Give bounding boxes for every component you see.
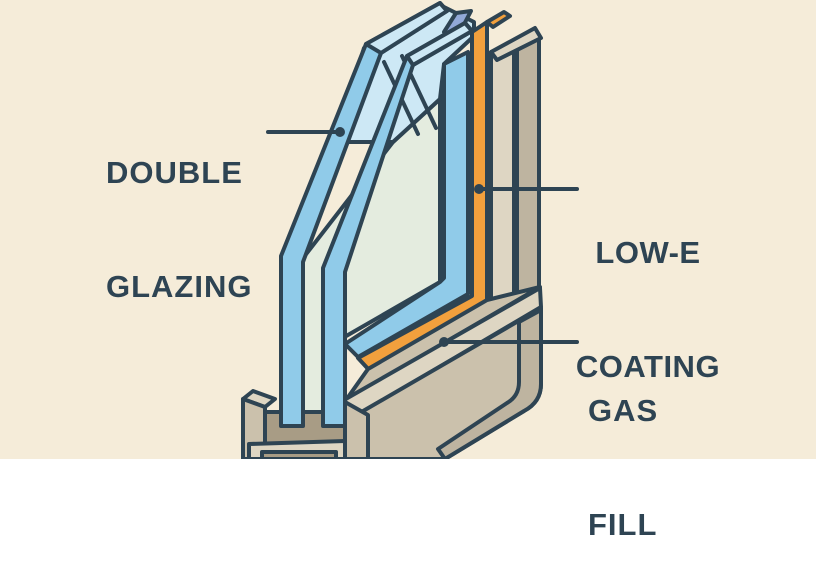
leader-dot (335, 127, 345, 137)
window-cutaway-diagram: DOUBLE GLAZING LOW-E COATING GAS FILL (0, 0, 816, 542)
leader-low-e-coating (474, 184, 579, 194)
glass-pane-2-top-strip (405, 21, 474, 67)
label-double-glazing-line1: DOUBLE (106, 155, 243, 190)
label-double-glazing: DOUBLE GLAZING (106, 78, 253, 344)
label-gas-fill-line2: FILL (588, 507, 658, 542)
gas-gap-band (343, 50, 470, 359)
glass-pane-1-top-strip (364, 1, 449, 55)
leader-double-glazing (266, 127, 345, 137)
diagram-shapes (241, 1, 579, 459)
label-gas-fill: GAS FILL (588, 316, 658, 582)
frame-flange-notch (260, 450, 338, 459)
leader-dot (474, 184, 484, 194)
frame-column-top (489, 26, 543, 62)
label-gas-fill-line1: GAS (588, 393, 659, 428)
diagram-canvas (0, 0, 816, 459)
label-double-glazing-line2: GLAZING (106, 269, 253, 304)
leader-dot (439, 337, 449, 347)
low-e-coating-top-bevel (485, 10, 512, 29)
frame-lip-front (343, 400, 370, 459)
label-low-e-line1: LOW-E (595, 235, 701, 270)
leader-gas-fill (439, 337, 579, 347)
sill-corner-side-face (436, 308, 543, 459)
